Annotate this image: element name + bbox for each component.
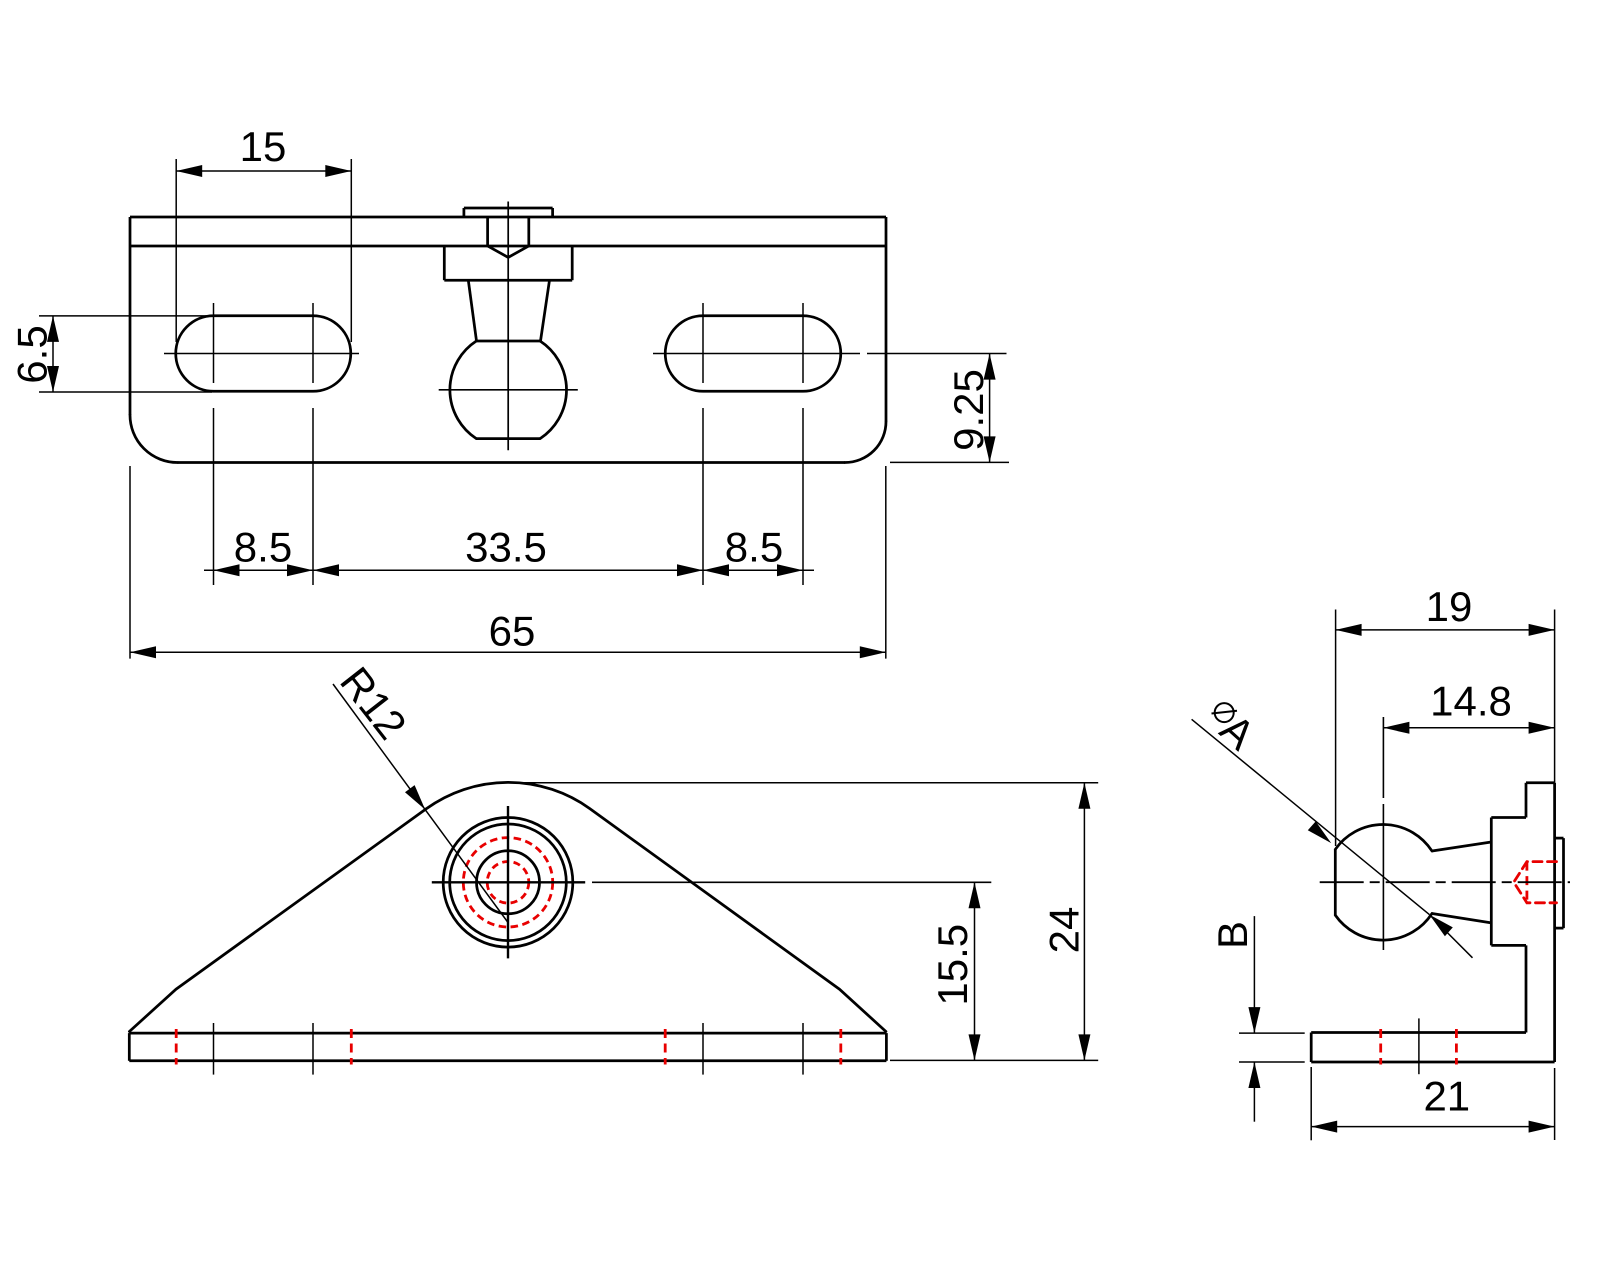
svg-text:15: 15 (240, 123, 287, 170)
svg-text:9.25: 9.25 (945, 369, 992, 451)
svg-text:21: 21 (1423, 1073, 1470, 1120)
svg-text:15.5: 15.5 (929, 924, 976, 1006)
svg-text:B: B (1209, 921, 1256, 949)
svg-text:24: 24 (1041, 907, 1088, 954)
svg-text:6.5: 6.5 (9, 325, 56, 383)
svg-text:8.5: 8.5 (725, 523, 783, 570)
svg-text:8.5: 8.5 (234, 523, 292, 570)
svg-text:65: 65 (489, 608, 536, 655)
svg-text:14.8: 14.8 (1430, 678, 1512, 725)
svg-text:19: 19 (1426, 583, 1473, 630)
svg-text:33.5: 33.5 (465, 523, 547, 570)
